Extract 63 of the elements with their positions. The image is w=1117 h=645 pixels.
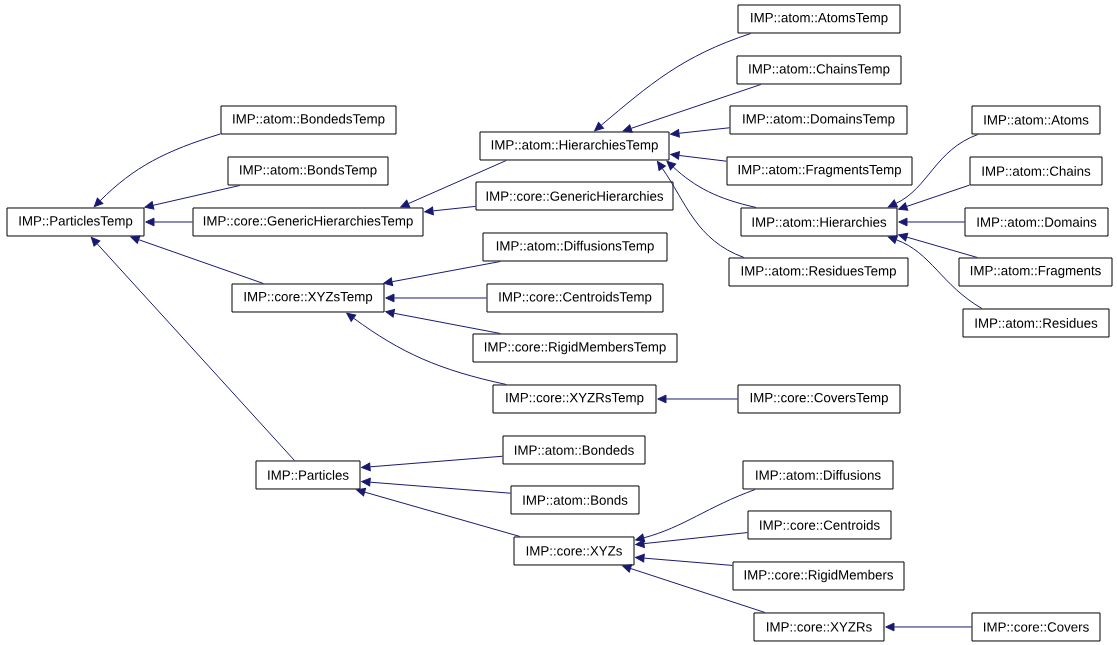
inheritance-arrow	[657, 394, 738, 404]
class-box: IMP::atom::Diffusions	[742, 460, 894, 490]
inheritance-arrow	[656, 161, 745, 258]
class-box: IMP::core::RigidMembers	[732, 561, 905, 591]
inheritance-arrow	[670, 151, 727, 162]
class-box: IMP::atom::ResiduesTemp	[728, 257, 909, 287]
inheritance-arrow	[346, 312, 507, 385]
class-box: IMP::core::GenericHierarchies	[475, 181, 674, 211]
inheritance-arrow	[356, 487, 521, 537]
inheritance-arrow	[130, 235, 264, 284]
class-box: IMP::atom::HierarchiesTemp	[479, 131, 670, 161]
class-box: IMP::atom::Chains	[969, 156, 1103, 186]
class-box: IMP::core::GenericHierarchiesTemp	[192, 207, 424, 237]
class-box: IMP::core::Centroids	[747, 510, 892, 540]
class-box: IMP::atom::BondedsTemp	[220, 105, 397, 135]
inheritance-arrow	[385, 293, 487, 303]
inheritance-arrow	[145, 217, 193, 227]
class-box: IMP::atom::AtomsTemp	[737, 4, 901, 34]
class-box: IMP::atom::Hierarchies	[740, 207, 898, 237]
class-box: IMP::atom::Fragments	[958, 257, 1113, 287]
inheritance-arrow	[635, 532, 748, 548]
inheritance-arrow	[594, 33, 752, 132]
inheritance-arrow	[898, 217, 965, 227]
inheritance-arrow	[383, 261, 501, 287]
class-box: IMP::core::XYZsTemp	[231, 283, 385, 313]
inheritance-arrow	[670, 127, 730, 138]
class-box: IMP::atom::FragmentsTemp	[726, 156, 913, 186]
inheritance-arrow	[622, 84, 762, 133]
class-box: IMP::core::XYZRsTemp	[492, 384, 657, 414]
inheritance-arrow	[400, 160, 507, 208]
inheritance-arrow	[887, 134, 979, 208]
inheritance-arrow	[898, 232, 978, 258]
inheritance-arrow	[144, 185, 241, 210]
class-box: IMP::atom::BondsTemp	[227, 156, 389, 186]
inheritance-arrow	[361, 455, 503, 472]
class-box: IMP::Particles	[255, 460, 361, 490]
class-box: IMP::atom::Bonds	[510, 485, 640, 515]
class-box: IMP::core::XYZs	[513, 536, 635, 566]
inheritance-arrow	[887, 235, 983, 309]
class-box: IMP::ParticlesTemp	[6, 207, 145, 237]
class-box: IMP::atom::Atoms	[971, 105, 1101, 135]
inheritance-arrow	[93, 133, 221, 208]
class-box: IMP::core::CentroidsTemp	[486, 283, 664, 313]
inheritance-arrow	[424, 205, 476, 216]
inheritance-arrow	[635, 553, 733, 566]
class-box: IMP::atom::DomainsTemp	[729, 105, 908, 135]
class-box: IMP::core::CoversTemp	[737, 384, 901, 414]
inheritance-arrow	[90, 236, 295, 461]
class-box: IMP::atom::DiffusionsTemp	[482, 232, 668, 262]
inheritance-arrow	[622, 564, 766, 613]
inheritance-arrow	[361, 477, 511, 494]
class-box: IMP::atom::ChainsTemp	[736, 55, 902, 85]
inheritance-arrow	[385, 308, 501, 334]
class-box: IMP::atom::Residues	[962, 308, 1110, 338]
class-box: IMP::atom::Domains	[964, 207, 1109, 237]
inheritance-arrow	[885, 622, 972, 632]
inheritance-arrow	[635, 489, 756, 543]
inheritance-arrow	[898, 184, 970, 211]
class-box: IMP::atom::Bondeds	[502, 435, 646, 465]
class-box: IMP::core::Covers	[971, 612, 1101, 642]
class-box: IMP::core::RigidMembersTemp	[472, 333, 678, 363]
class-box: IMP::core::XYZRs	[753, 612, 885, 642]
inheritance-arrow	[666, 160, 757, 208]
